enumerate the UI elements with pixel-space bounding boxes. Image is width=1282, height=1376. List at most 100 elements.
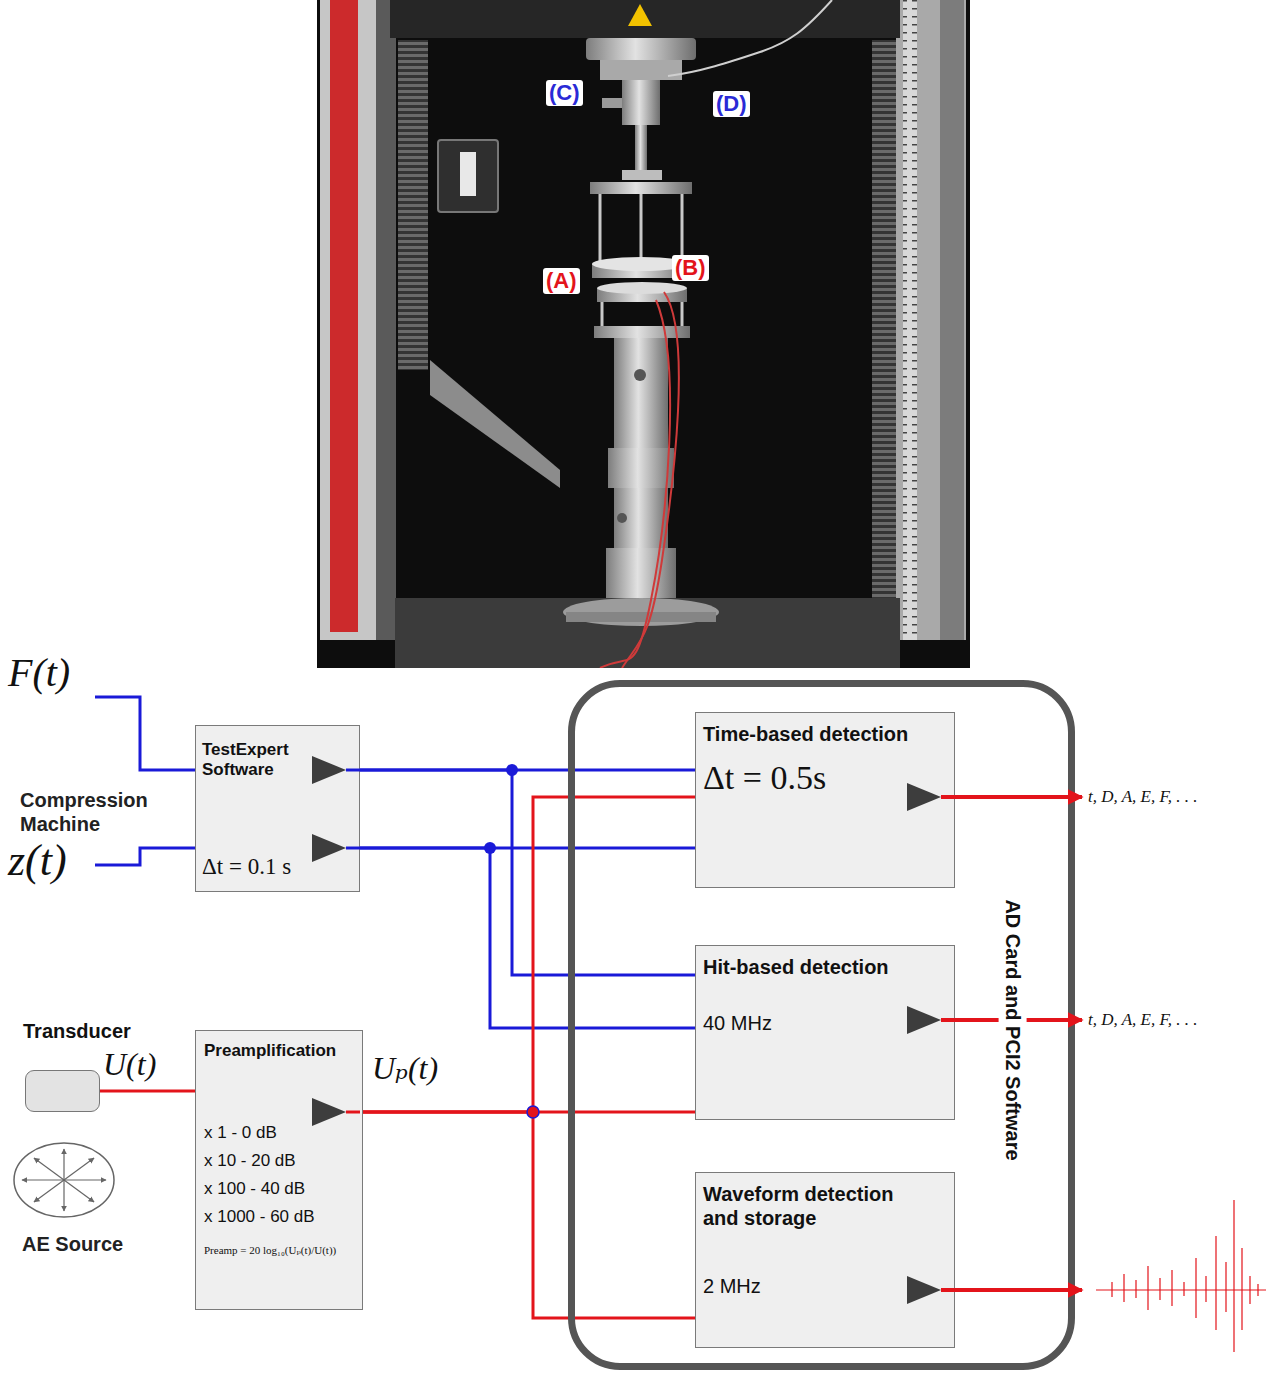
machine-photo xyxy=(602,98,622,108)
signal-name: z(t) xyxy=(8,836,67,886)
machine-photo xyxy=(628,4,652,26)
machine-photo xyxy=(940,0,964,640)
gain-setting: x 1 - 0 dB xyxy=(204,1119,344,1147)
output-stub xyxy=(346,769,360,772)
waveform-trace xyxy=(1096,1200,1266,1352)
box-title: Hit-based detection xyxy=(703,955,943,979)
transducer-label: Transducer xyxy=(23,1019,96,1043)
machine-photo xyxy=(330,0,358,632)
machine-photo xyxy=(617,513,627,523)
ae-source-symbol xyxy=(34,1180,64,1202)
machine-photo xyxy=(390,0,900,38)
amplifier-symbol xyxy=(907,1006,941,1034)
gain-setting: x 1000 - 60 dB xyxy=(204,1203,344,1231)
machine-photo xyxy=(668,0,832,76)
machine-photo xyxy=(600,60,682,80)
machine-photo xyxy=(395,598,900,668)
machine-photo xyxy=(320,0,396,640)
output-stub xyxy=(346,770,360,1112)
callout-letter: (C) xyxy=(546,80,583,106)
machine-photo xyxy=(614,488,668,548)
machine-photo xyxy=(681,194,684,262)
output-arrow xyxy=(941,797,1082,1290)
ae-source-symbol xyxy=(63,1180,64,1211)
machine-photo xyxy=(600,300,670,668)
ae-source-symbol xyxy=(64,1180,94,1202)
force-wire xyxy=(95,697,195,770)
machine-photo xyxy=(563,598,719,626)
ae-source-symbol xyxy=(14,1143,114,1217)
machine-photo xyxy=(681,302,684,328)
signal-line xyxy=(360,770,695,975)
output-arrow xyxy=(941,1288,1082,1292)
machine-photo xyxy=(317,0,970,668)
machine-photo xyxy=(597,282,687,294)
junction-dot xyxy=(484,842,496,854)
machine-photo xyxy=(601,302,604,328)
machine-photo xyxy=(438,140,498,212)
signal-name: F(t) xyxy=(8,650,70,696)
signal-line xyxy=(100,1090,195,1093)
output-stub xyxy=(346,1111,360,1114)
gain-setting: x 100 - 40 dB xyxy=(204,1175,344,1203)
output-parameters: t, D, A, E, F, . . . xyxy=(1088,786,1197,808)
software-box: TestExpert Software Δt = 0.1 s xyxy=(195,725,360,892)
sampling-interval: Δt = 0.1 s xyxy=(202,854,342,880)
machine-photo xyxy=(460,152,476,196)
process-box: Hit-based detection 40 MHz xyxy=(695,945,955,1120)
machine-photo xyxy=(640,194,643,262)
junction-dot xyxy=(484,764,539,1118)
signal-name: U(t) xyxy=(103,1046,156,1082)
force-wire xyxy=(95,697,195,770)
transducer-box: Transducer xyxy=(25,1070,100,1112)
machine-photo xyxy=(317,0,970,668)
machine-photo xyxy=(590,182,692,194)
amplifier-symbol xyxy=(907,783,941,811)
junction-dot xyxy=(506,764,518,776)
machine-photo xyxy=(376,0,396,640)
panel-title: AD Card and PCI2 Software xyxy=(998,891,1026,1168)
amplifier-symbol xyxy=(907,1276,941,1304)
gain-formula: Preamp = 20 log₁₀(Uₚ(t)/U(t)) xyxy=(204,1243,354,1257)
sampling-rate: 2 MHz xyxy=(703,1274,843,1298)
machine-photo xyxy=(622,170,662,180)
machine-photo xyxy=(614,338,668,448)
machine-photo xyxy=(586,38,696,60)
device-name: Compression Machine xyxy=(20,788,190,836)
ae-source-symbol xyxy=(64,1158,94,1180)
machine-photo xyxy=(398,40,428,370)
sampling-interval: Δt = 0.5s xyxy=(703,758,903,798)
machine-photo xyxy=(599,194,602,262)
machine-photo xyxy=(566,612,716,622)
sampling-rate: 40 MHz xyxy=(703,1011,843,1035)
amplifier-symbol xyxy=(312,756,346,784)
junction-dot xyxy=(527,1106,539,1118)
machine-photo xyxy=(896,0,966,640)
callout-letter: (D) xyxy=(713,91,750,117)
signal-line xyxy=(363,1112,696,1318)
box-title: Waveform detection and storage xyxy=(703,1182,918,1230)
machine-photo xyxy=(606,548,676,598)
source-label: AE Source xyxy=(22,1232,123,1256)
gain-setting: x 10 - 20 dB xyxy=(204,1147,344,1175)
preamplifier-box: Preamplificationx 1 - 0 dBx 10 - 20 dBx … xyxy=(195,1030,363,1310)
amplifier-symbol xyxy=(312,834,346,862)
signal-line xyxy=(363,797,696,1112)
output-arrow xyxy=(941,1018,1082,1022)
amplifier-symbol xyxy=(312,756,941,1304)
acquisition-card-panel: AD Card and PCI2 SoftwareTime-based dete… xyxy=(568,680,1075,1370)
machine-photo xyxy=(608,448,674,488)
box-title: TestExpert Software xyxy=(202,740,314,780)
ae-source-symbol xyxy=(63,1149,64,1180)
output-parameters: t, D, A, E, F, . . . xyxy=(1088,1009,1197,1031)
position-wire xyxy=(95,848,195,865)
ae-source-symbol xyxy=(34,1158,64,1180)
output-stub xyxy=(346,847,360,850)
machine-photo xyxy=(634,369,646,381)
machine-photo xyxy=(622,292,679,668)
signal-line xyxy=(360,848,695,1028)
